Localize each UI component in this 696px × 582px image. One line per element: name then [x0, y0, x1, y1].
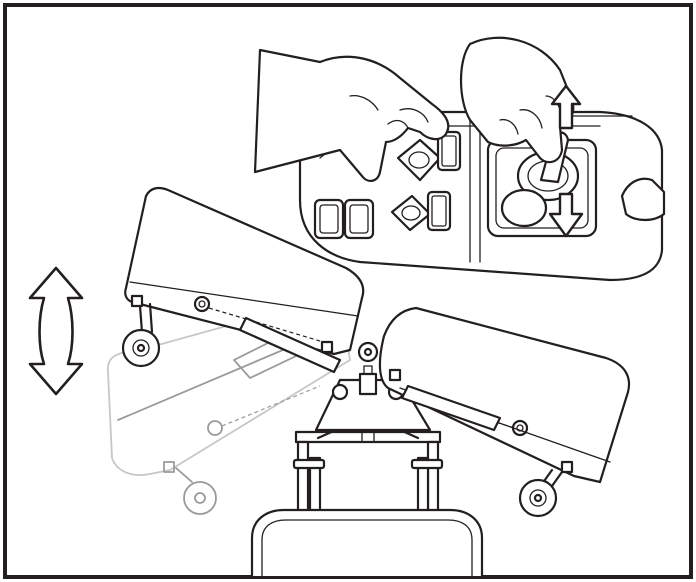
left-deck-raised [121, 186, 365, 374]
caster-wheel-left [121, 328, 161, 368]
caster-wheel-right [518, 478, 558, 518]
joystick-push-arrows-icon [548, 84, 584, 238]
toggle-switch-lower [426, 190, 452, 232]
armrest-edge [620, 177, 666, 222]
figure-frame [3, 3, 693, 579]
toggle-switch-upper [436, 130, 462, 172]
switch-pad-left [313, 198, 375, 240]
right-deck [378, 306, 631, 518]
lift-cylinder-left [238, 316, 342, 374]
tractor-hood [250, 508, 484, 578]
left-hand [253, 48, 450, 182]
up-down-arrow-icon [28, 266, 84, 396]
lift-cylinder-right [400, 384, 502, 432]
control-console [298, 110, 666, 282]
